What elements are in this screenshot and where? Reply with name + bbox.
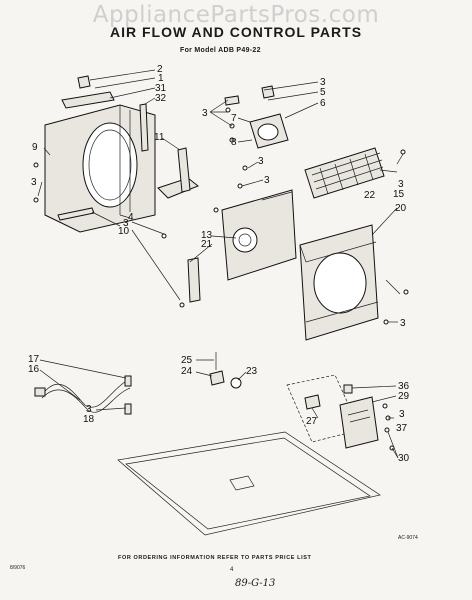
callout-31: 31: [155, 83, 167, 94]
bracket-part: [157, 147, 199, 199]
callout-3: 3: [202, 108, 208, 119]
callout-13: 13: [201, 230, 213, 241]
callout-37: 37: [396, 423, 408, 434]
callout-24: 24: [181, 366, 193, 377]
callout-3: 3: [399, 409, 405, 420]
callout-3: 3: [123, 218, 129, 229]
filter-grille-part: [304, 147, 385, 199]
callout-7: 7: [231, 113, 237, 124]
page-number: 4: [230, 567, 234, 573]
callout-3: 3: [320, 77, 326, 88]
leader-lines: [37, 69, 404, 459]
wiring-harness-part: [34, 375, 132, 415]
model-subtitle: For Model ADB P49-22: [180, 47, 261, 54]
callout-22: 22: [364, 190, 376, 201]
doc-code: 8/9076: [10, 565, 26, 571]
side-panel-part: [44, 75, 156, 233]
front-panel-part: [299, 224, 379, 341]
callout-2: 2: [157, 64, 163, 75]
diagram-title: AIR FLOW AND CONTROL PARTS: [109, 24, 363, 40]
callout-5: 5: [320, 87, 326, 98]
callout-3: 3: [264, 175, 270, 186]
callout-11: 11: [154, 132, 165, 143]
callout-3: 3: [400, 318, 406, 329]
callout-30: 30: [398, 453, 410, 464]
callout-3: 3: [258, 156, 264, 167]
motor-mount-part: [224, 85, 289, 149]
handwritten-note: 89-G-13: [235, 578, 276, 589]
watermark: AppliancePartsPros.com: [92, 2, 380, 28]
figure-code: AC-9074: [398, 535, 418, 541]
callout-21: 21: [201, 239, 213, 250]
control-box-part: [286, 374, 379, 449]
callout-10: 10: [118, 226, 130, 237]
callout-1: 1: [158, 73, 164, 84]
clamp-parts: [209, 352, 242, 389]
callout-25: 25: [181, 355, 193, 366]
orifice-plate-part: [187, 189, 297, 303]
callout-labels: 2 1 31 32 9 3 11 4 3 10 3 5 6 3 7 8 3 3 …: [28, 64, 410, 464]
callout-3: 3: [86, 404, 92, 415]
screw-icons: [33, 107, 409, 451]
callout-36: 36: [398, 381, 410, 392]
callout-6: 6: [320, 98, 326, 109]
callout-4: 4: [128, 212, 134, 223]
callout-3: 3: [31, 177, 37, 188]
ordering-footer: FOR ORDERING INFORMATION REFER TO PARTS …: [118, 555, 312, 561]
base-pan-part: [117, 431, 381, 536]
callout-32: 32: [155, 93, 167, 104]
callout-15: 15: [393, 189, 405, 200]
callout-8: 8: [231, 137, 237, 148]
callout-16: 16: [28, 364, 40, 375]
callout-27: 27: [306, 416, 318, 427]
callout-9: 9: [32, 142, 38, 153]
callout-17: 17: [28, 354, 40, 365]
callout-29: 29: [398, 391, 410, 402]
callout-20: 20: [395, 203, 407, 214]
callout-23: 23: [246, 366, 258, 377]
callout-3: 3: [398, 179, 404, 190]
callout-18: 18: [83, 414, 95, 425]
